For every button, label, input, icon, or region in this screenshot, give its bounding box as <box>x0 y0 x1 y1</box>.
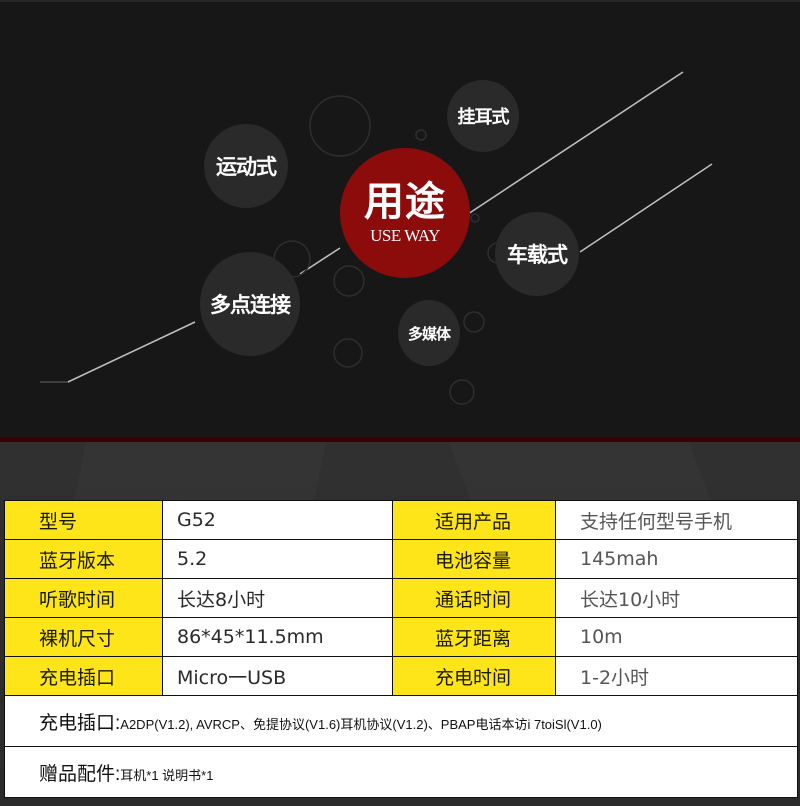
table-row: 听歌时间 长达8小时 通话时间 长达10小时 <box>4 578 798 618</box>
table-row: 充电插口 Micro一USB 充电时间 1-2小时 <box>4 656 798 696</box>
table-row-accessories: 赠品配件:耳机*1 说明书*1 <box>4 746 798 798</box>
spec-value: 145mah <box>555 539 798 579</box>
spec-value: 支持任何型号手机 <box>555 500 798 540</box>
accessories-value: 耳机*1 说明书*1 <box>120 767 214 783</box>
spec-value: 长达8小时 <box>162 578 393 618</box>
use-way-subtitle: USE WAY <box>370 226 440 245</box>
spec-value: 10m <box>555 617 798 657</box>
bubble-hanging-ear: 挂耳式 <box>447 80 519 152</box>
spec-value: 长达10小时 <box>555 578 798 618</box>
background-ray <box>449 442 711 502</box>
spec-label: 充电时间 <box>392 656 556 696</box>
spec-label: 裸机尺寸 <box>4 617 163 657</box>
spec-label: 听歌时间 <box>4 578 163 618</box>
bubble-label: 车载式 <box>507 243 568 267</box>
table-row: 型号 G52 适用产品 支持任何型号手机 <box>4 500 798 540</box>
protocols-value: A2DP(V1.2), AVRCP、免提协议(V1.6)耳机协议(V1.2)、P… <box>120 716 602 732</box>
table-row-protocols: 充电插口:A2DP(V1.2), AVRCP、免提协议(V1.6)耳机协议(V1… <box>4 695 798 747</box>
spec-value: G52 <box>162 500 393 540</box>
spec-value: 1-2小时 <box>555 656 798 696</box>
protocols-cell: 充电插口:A2DP(V1.2), AVRCP、免提协议(V1.6)耳机协议(V1… <box>4 695 798 747</box>
table-row: 蓝牙版本 5.2 电池容量 145mah <box>4 539 798 579</box>
spec-label: 充电插口 <box>4 656 163 696</box>
protocols-label: 充电插口: <box>39 712 121 734</box>
spec-label: 蓝牙版本 <box>4 539 163 579</box>
use-way-title: 用途 <box>364 179 446 225</box>
banner-divider <box>0 437 800 442</box>
spec-table: 型号 G52 适用产品 支持任何型号手机 蓝牙版本 5.2 电池容量 145ma… <box>4 500 798 798</box>
spec-label: 电池容量 <box>392 539 556 579</box>
bubble-multimedia: 多媒体 <box>398 300 460 366</box>
bubble-label: 运动式 <box>216 155 277 179</box>
bubble-label: 多媒体 <box>407 324 451 343</box>
bubble-label: 多点连接 <box>210 293 291 317</box>
spec-label: 适用产品 <box>392 500 556 540</box>
bubble-car: 车载式 <box>495 212 579 296</box>
table-row: 裸机尺寸 86*45*11.5mm 蓝牙距离 10m <box>4 617 798 657</box>
bubble-multipoint: 多点连接 <box>200 252 300 356</box>
accessories-cell: 赠品配件:耳机*1 说明书*1 <box>4 746 798 798</box>
bubble-label: 挂耳式 <box>457 107 510 128</box>
spec-value: 86*45*11.5mm <box>162 617 393 657</box>
bubble-sport: 运动式 <box>204 124 288 208</box>
background-ray <box>74 442 327 502</box>
spec-label: 通话时间 <box>392 578 556 618</box>
spec-label: 型号 <box>4 500 163 540</box>
spec-value: Micro一USB <box>162 656 393 696</box>
use-way-banner: 挂耳式 运动式 车载式 多点连接 多媒体 用途 USE WAY <box>0 0 800 437</box>
spec-label: 蓝牙距离 <box>392 617 556 657</box>
accessories-label: 赠品配件: <box>39 763 121 785</box>
spec-value: 5.2 <box>162 539 393 579</box>
use-way-center-badge: 用途 USE WAY <box>340 148 470 278</box>
